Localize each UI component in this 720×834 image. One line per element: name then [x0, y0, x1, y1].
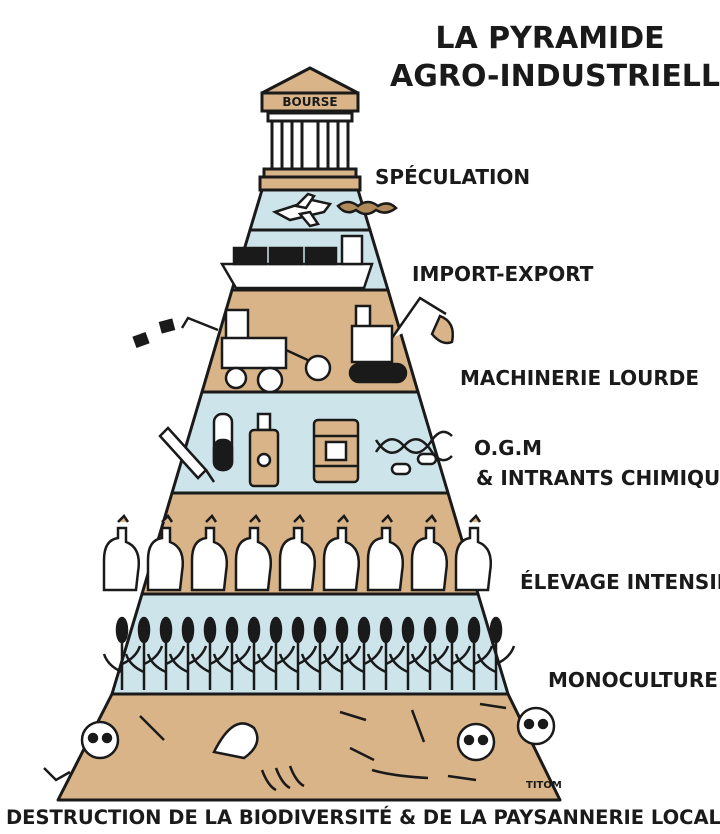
skulls-and-bones — [43, 702, 556, 792]
chickens-row — [102, 514, 493, 592]
bourse-sign: BOURSE — [282, 95, 338, 109]
plane-icon — [271, 192, 398, 228]
tractor-icon — [180, 308, 332, 394]
bourse-temple — [258, 66, 362, 192]
tier-destruction — [56, 692, 562, 802]
label-ogm: O.G.M — [474, 436, 543, 460]
artist-signature: TITOM — [526, 780, 562, 791]
wheat-row — [102, 616, 516, 692]
excavator-icon — [348, 296, 454, 384]
label-import-export: IMPORT-EXPORT — [412, 262, 594, 286]
test-tube-icon — [212, 412, 234, 472]
tier-monoculture — [110, 592, 510, 696]
dna-pills-icon — [374, 430, 453, 476]
bottom-caption: DESTRUCTION DE LA BIODIVERSITÉ & DE LA P… — [6, 806, 720, 829]
label-elevage-intensif: ÉLEVAGE INTENSIF — [520, 570, 720, 594]
debris-icon — [132, 318, 176, 349]
label-speculation: SPÉCULATION — [375, 165, 531, 189]
label-monoculture: MONOCULTURE — [548, 668, 718, 692]
title-line-2: AGRO-INDUSTRIELLE — [390, 59, 720, 94]
poison-bottle-icon — [248, 412, 280, 488]
barrel-icon — [312, 418, 360, 484]
label-machinerie-lourde: MACHINERIE LOURDE — [460, 366, 700, 390]
label-intrants-chimiques: & INTRANTS CHIMIQUES — [476, 466, 720, 490]
title-line-1: LA PYRAMIDE — [435, 21, 665, 56]
syringe-icon — [158, 426, 216, 483]
cargo-ship-icon — [219, 234, 374, 290]
